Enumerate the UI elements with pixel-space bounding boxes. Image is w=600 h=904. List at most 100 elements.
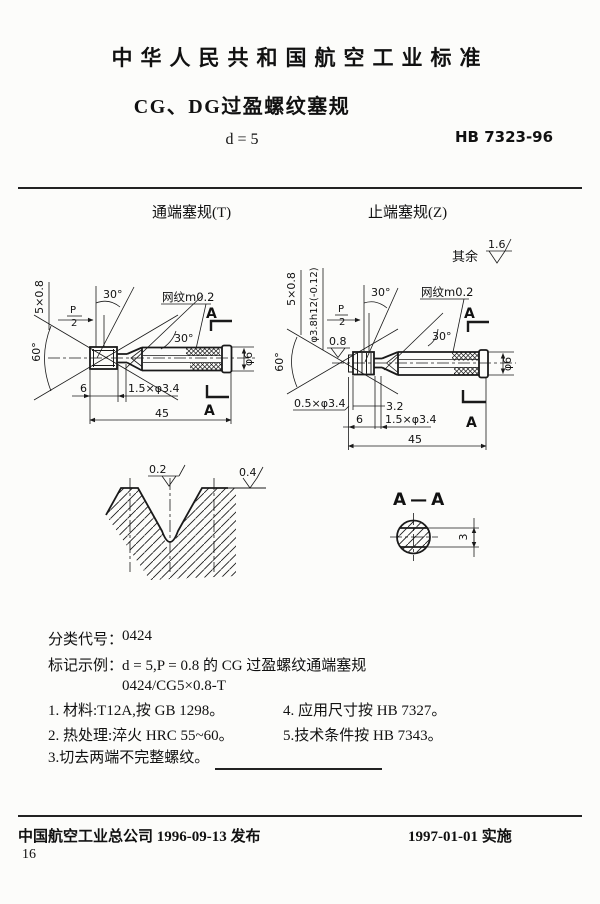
nogo-section-letter-bottom: A [466,415,477,431]
nogo-neck [374,357,382,369]
class-code-value: 0424 [122,628,152,644]
nogo-surface-thread-label: 0.8 [329,335,347,348]
go-thread-spec-label: 5×0.8 [33,280,46,314]
page-number: 16 [22,847,36,862]
note-3: 3.切去两端不完整螺纹。 [48,750,210,766]
surface-crest-symbol [242,466,264,489]
surface-flank-label: 0.2 [149,463,167,476]
go-gauge-drawing: 60° 5×0.8 网纹m0.2 30° P [30,280,258,424]
go-pitch-den: 2 [71,318,77,329]
technical-drawing: 60° 5×0.8 网纹m0.2 30° P [30,238,516,580]
nogo-gauge-dia-label: φ3.8h12(-0.12) [309,267,320,342]
section-title: A—A [393,490,448,510]
go-handle-cap [221,344,233,374]
nogo-cone-angle-label: 30° [432,330,452,343]
surface-rest-symbol [486,238,512,264]
go-knurl-top [186,348,220,356]
go-section-letter-top: A [206,306,217,322]
nogo-dia-ext [488,351,514,376]
class-code-label: 分类代号： [48,632,124,648]
nogo-surface-thread-symbol [327,347,350,359]
nogo-dia-label: φ6 [501,357,514,371]
nogo-cone-angle-lines [383,312,444,371]
nogo-chamfer-angle-lines [363,285,399,363]
go-handle [142,346,222,372]
go-gauge-label: 通端塞规(T) [152,205,232,221]
nogo-gauge-label: 止端塞规(Z) [368,205,448,221]
note-4: 4. 应用尺寸按 HB 7327。 [283,703,447,719]
go-dim-total-label: 45 [155,407,169,420]
nogo-arrow-a [348,424,355,430]
go-thread-angle-lines [33,314,179,401]
nogo-section-mark-bottom [461,390,486,404]
go-cone-angle-label: 30° [174,332,194,345]
go-knurl-bottom [190,362,222,371]
notes-end-divider [215,768,382,770]
go-thread-head-detail [92,349,115,367]
nogo-dim-disc-label: 0.5×φ3.4 [294,397,345,410]
go-knurl-leader [161,303,211,350]
note-1: 1. 材料:T12A,按 GB 1298。 [48,703,225,719]
go-chamfer-angle-label: 30° [103,288,123,301]
thread-profile-outline [105,487,228,543]
footer-publisher: 中国航空工业总公司 1996-09-13 发布 [18,829,261,845]
nogo-thread-angle-arc [291,336,298,388]
thread-material-hatch [106,488,236,580]
go-chamfer-angle-lines [95,286,135,359]
nogo-dim-thread-label: 3.2 [386,400,404,413]
nogo-dim-neck-label: 1.5×φ3.4 [385,413,436,426]
go-neck [117,353,127,364]
go-arrow-a [84,393,90,399]
go-thread-angle-arc [44,325,52,392]
go-dia-ext [231,346,254,372]
note-2: 2. 热处理:淬火 HRC 55~60。 [48,728,234,744]
nogo-knurl-note: 网纹m0.2 [421,285,474,299]
spec-d5: d = 5 [225,131,259,148]
nogo-gauge-drawing: 其余 1.6 60° 5×0.8 φ3.8h12(-0.12) [273,238,516,450]
nogo-thread-lines [357,353,372,374]
go-arrow-b [118,393,124,399]
surface-rest-label: 其余 [452,249,478,265]
go-thread-angle-label: 60° [30,342,43,362]
nogo-cone [381,351,399,376]
surface-crest-label: 0.4 [239,466,257,479]
go-handle-lines [143,355,221,363]
example-code: 0424/CG5×0.8-T [122,678,226,694]
standard-title: 中华人民共和国航空工业标准 [111,46,489,70]
product-title: CG、DG过盈螺纹塞规 [133,96,351,118]
nogo-dim-head-label: 6 [356,413,363,426]
go-dia-label: φ6 [242,352,255,366]
go-cone [126,346,143,372]
nogo-section-letter-top: A [464,306,475,322]
go-cone-angle-lines [124,294,204,370]
nogo-knurl-bottom [454,367,479,375]
nogo-pitch-num: P [338,304,344,315]
nogo-handle [398,351,479,376]
section-centerlines [390,513,438,561]
section-flats-dim-label: 3 [457,534,470,541]
nogo-pitch-den: 2 [339,317,345,328]
footer-implementation: 1997-01-01 实施 [408,829,512,845]
nogo-chamfer-angle-label: 30° [371,286,391,299]
note-5: 5.技术条件按 HB 7343。 [283,728,443,744]
nogo-arrow-b [381,424,387,430]
header-divider [18,187,582,189]
nogo-dim-ext-lines [348,376,487,450]
nogo-handle-lines [399,359,478,368]
go-section-letter-bottom: A [204,403,215,419]
go-thread-head [89,346,118,370]
nogo-cone-chevron [385,353,399,373]
section-view: A—A 3 [390,490,479,561]
thread-profile-detail: 0.2 0.4 [105,463,266,580]
example-text: d = 5,P = 0.8 的 CG 过盈螺纹通端塞规 [122,658,367,674]
nogo-section-mark-top [466,320,489,332]
section-dim-ext [420,527,479,548]
nogo-thread-angle-label: 60° [273,352,286,372]
go-dim-neck-label: 1.5×φ3.4 [128,382,179,395]
nogo-thread-angle-lines [286,328,399,395]
surface-flank-symbol [148,464,186,487]
thread-centerlines [129,478,215,572]
go-pitch-num: P [70,305,76,316]
nogo-thread-spec-label: 5×0.8 [285,272,298,306]
